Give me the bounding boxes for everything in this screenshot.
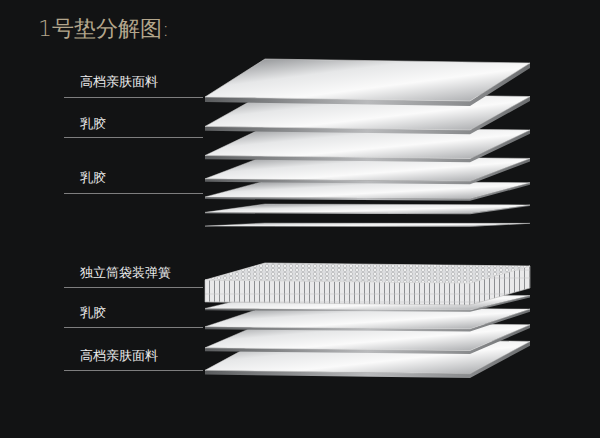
layer-label: 乳胶 — [80, 170, 106, 186]
layer-label: 高档亲肤面料 — [80, 74, 158, 90]
layer-label: 乳胶 — [80, 116, 106, 132]
layer-label: 高档亲肤面料 — [80, 348, 158, 364]
layer-label: 乳胶 — [80, 305, 106, 321]
diagram-title: 1号垫分解图: — [38, 16, 169, 42]
layer-label: 独立筒袋装弹簧 — [80, 265, 171, 281]
